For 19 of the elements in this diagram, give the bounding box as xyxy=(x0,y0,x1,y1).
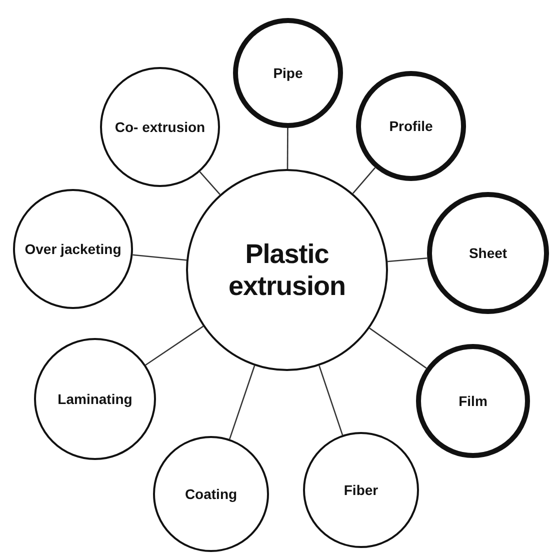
connector-line xyxy=(145,326,204,366)
circle-label: Pipe xyxy=(273,64,303,82)
circle-label: Sheet xyxy=(468,244,508,262)
circle-label: Coating xyxy=(184,486,238,502)
connector-line xyxy=(199,171,220,195)
circle-label: Co- extrusion xyxy=(114,118,206,136)
circle-label: Laminating xyxy=(58,390,132,408)
circle-label: Profile xyxy=(389,118,433,134)
connector-line xyxy=(286,128,288,169)
connector-line xyxy=(132,254,187,261)
connector-line xyxy=(352,167,376,194)
connector-line xyxy=(369,328,427,369)
circle-label: Film xyxy=(458,392,488,410)
connector-line xyxy=(388,258,428,262)
circle-label: Fiber xyxy=(344,482,378,498)
connector-line xyxy=(229,365,256,440)
connector-line xyxy=(318,366,344,436)
circle-label: Over jacketing xyxy=(24,240,122,258)
hub-label: Plastic extrusion xyxy=(227,238,347,302)
